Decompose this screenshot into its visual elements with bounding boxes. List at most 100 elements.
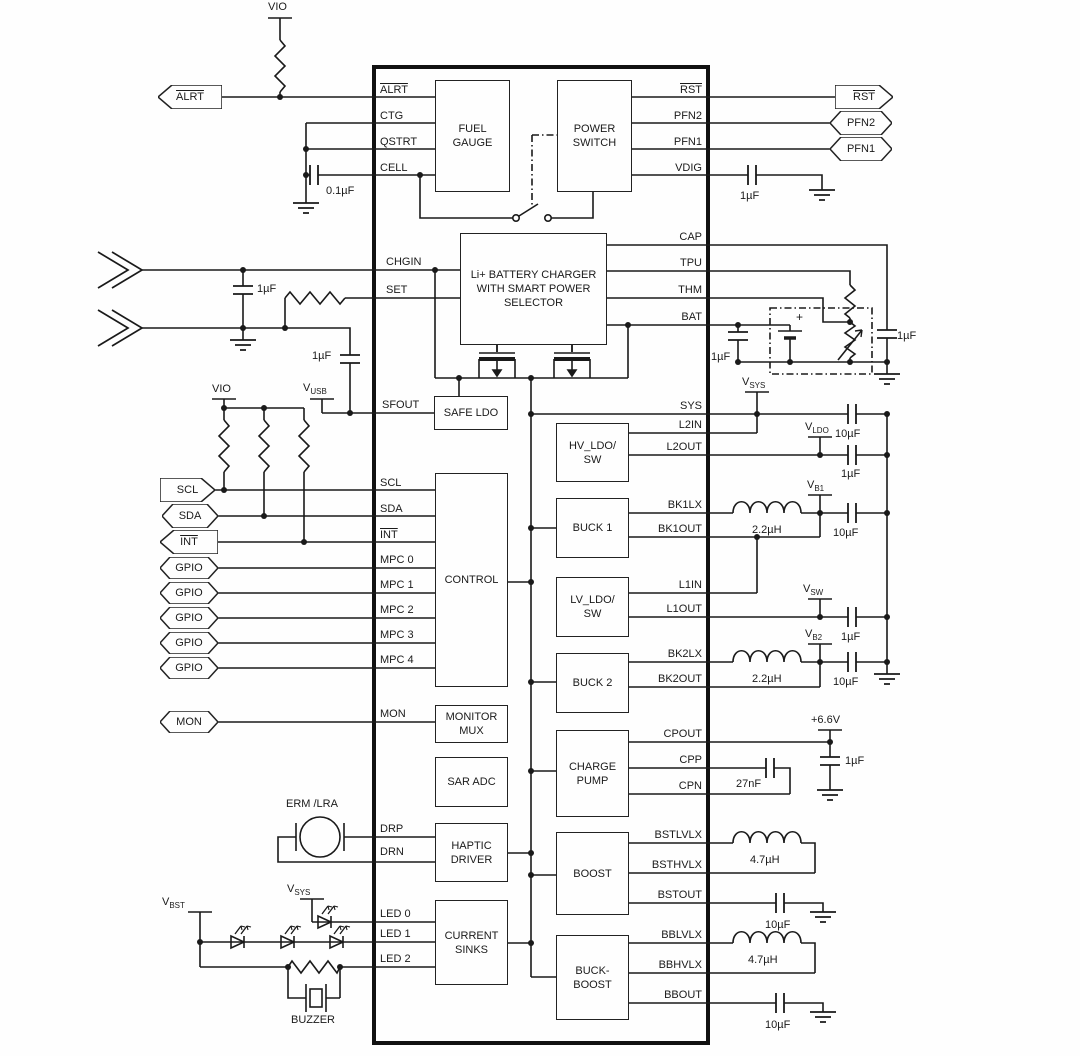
- value-sys-cap: 10µF: [835, 428, 861, 440]
- connector-alrt: ALRT: [158, 85, 222, 109]
- connector-gpio-1: GPIO: [160, 582, 218, 604]
- pin-bbhvlx: BBHVLX: [658, 959, 702, 971]
- connector-pfn1: PFN1: [830, 137, 892, 161]
- pin-bblvlx: BBLVLX: [661, 929, 702, 941]
- block-sar-adc: SAR ADC: [435, 757, 508, 807]
- led-1a: [230, 925, 252, 950]
- value-vb2-cap: 10µF: [833, 676, 859, 688]
- value-vdig-cap: 1µF: [740, 190, 760, 202]
- buzzer-symbol: [305, 984, 327, 1012]
- pin-bat: BAT: [681, 311, 702, 323]
- value-bbout-cap: 10µF: [765, 1019, 791, 1031]
- pin-set: SET: [386, 284, 408, 296]
- rail-vldo: VLDO: [805, 421, 829, 436]
- value-buck1-inductor: 2.2µH: [752, 524, 782, 536]
- pin-bk1lx: BK1LX: [667, 499, 702, 511]
- resistor-led2: [287, 959, 341, 975]
- value-boost-inductor: 4.7µH: [750, 854, 780, 866]
- mosfet-bat: [553, 345, 591, 378]
- connector-int: INT: [160, 530, 218, 554]
- value-buck2-inductor: 2.2µH: [752, 673, 782, 685]
- pin-mpc1: MPC 1: [380, 579, 414, 591]
- pin-l2out: L2OUT: [666, 441, 702, 453]
- led-0: [317, 905, 339, 930]
- pin-mpc0: MPC 0: [380, 554, 414, 566]
- ground-symbols: [230, 189, 900, 1023]
- block-buck1: BUCK 1: [556, 498, 629, 558]
- rail-vbst: VBST: [162, 896, 185, 911]
- pin-tpu: TPU: [680, 257, 702, 269]
- wires: [142, 17, 888, 1012]
- pin-bstlvlx: BSTLVLX: [654, 829, 703, 841]
- connector-gpio-3: GPIO: [160, 632, 218, 654]
- pin-drn: DRN: [380, 846, 404, 858]
- pin-ctg: CTG: [380, 110, 404, 122]
- pin-led1: LED 1: [380, 928, 411, 940]
- rail-vio-top: VIO: [268, 1, 287, 13]
- rail-vb1: VB1: [807, 479, 825, 494]
- label-erm-lra: ERM /LRA: [286, 798, 338, 810]
- resistors: [217, 39, 857, 975]
- rail-vsw: VSW: [803, 583, 824, 598]
- inductor-buck2: [732, 649, 802, 663]
- resistor-scl-pullup: [217, 419, 231, 473]
- battery-plus-marker: +: [796, 310, 804, 324]
- connector-sda: SDA: [162, 504, 218, 528]
- pin-int: INT: [380, 529, 398, 541]
- value-bat-cap: 1µF: [711, 351, 731, 363]
- led-1c: [329, 925, 351, 950]
- pin-pfn2: PFN2: [673, 110, 702, 122]
- power-switch-symbol: [511, 203, 552, 223]
- value-vldo-cap: 1µF: [841, 468, 861, 480]
- resistor-set: [284, 290, 346, 306]
- led-1b: [280, 925, 302, 950]
- value-sfout-cap: 1µF: [312, 350, 332, 362]
- value-bstout-cap: 10µF: [765, 919, 791, 931]
- pin-bstout: BSTOUT: [657, 889, 702, 901]
- pin-bk2lx: BK2LX: [667, 648, 702, 660]
- inductor-buck1: [732, 500, 802, 514]
- resistor-sda-pullup: [257, 419, 271, 473]
- erm-lra-motor: [295, 816, 345, 858]
- switch-control-dashline: [531, 134, 557, 206]
- battery-cell: [778, 330, 802, 340]
- block-hv-ldo-sw: HV_LDO/SW: [556, 423, 629, 482]
- rail-vsys-led: VSYS: [287, 883, 311, 898]
- capacitors-series: [309, 165, 857, 1013]
- gnd-connector-chevron: [97, 309, 144, 347]
- connector-pfn2: PFN2: [830, 111, 892, 135]
- battery-pack-outline: [769, 307, 873, 375]
- pin-thm: THM: [678, 284, 702, 296]
- thermistor: [837, 321, 863, 361]
- resistor-int-pullup: [297, 419, 311, 473]
- pin-mpc2: MPC 2: [380, 604, 414, 616]
- pin-qstrt: QSTRT: [380, 136, 418, 148]
- connector-rst: RST: [835, 85, 893, 109]
- pin-mpc3: MPC 3: [380, 629, 414, 641]
- capacitors-shunt: [233, 285, 897, 766]
- pin-alrt: ALRT: [380, 84, 408, 96]
- inductor-boost: [732, 830, 802, 844]
- pin-mon: MON: [380, 708, 406, 720]
- pin-scl: SCL: [380, 477, 402, 489]
- pin-bk1out: BK1OUT: [657, 523, 702, 535]
- pin-l2in: L2IN: [678, 419, 702, 431]
- pin-cap: CAP: [679, 231, 702, 243]
- pin-cpp: CPP: [679, 754, 702, 766]
- pin-cpout: CPOUT: [663, 728, 703, 740]
- value-cpout-cap: 1µF: [845, 755, 865, 767]
- pin-drp: DRP: [380, 823, 404, 835]
- pin-l1out: L1OUT: [666, 603, 702, 615]
- pin-sys: SYS: [679, 400, 702, 412]
- pin-sda: SDA: [380, 503, 403, 515]
- value-chgin-cap: 1µF: [257, 283, 277, 295]
- pin-cell: CELL: [380, 162, 408, 174]
- value-cell-cap: 0.1µF: [326, 185, 355, 197]
- block-buck-boost: BUCK-BOOST: [556, 935, 629, 1020]
